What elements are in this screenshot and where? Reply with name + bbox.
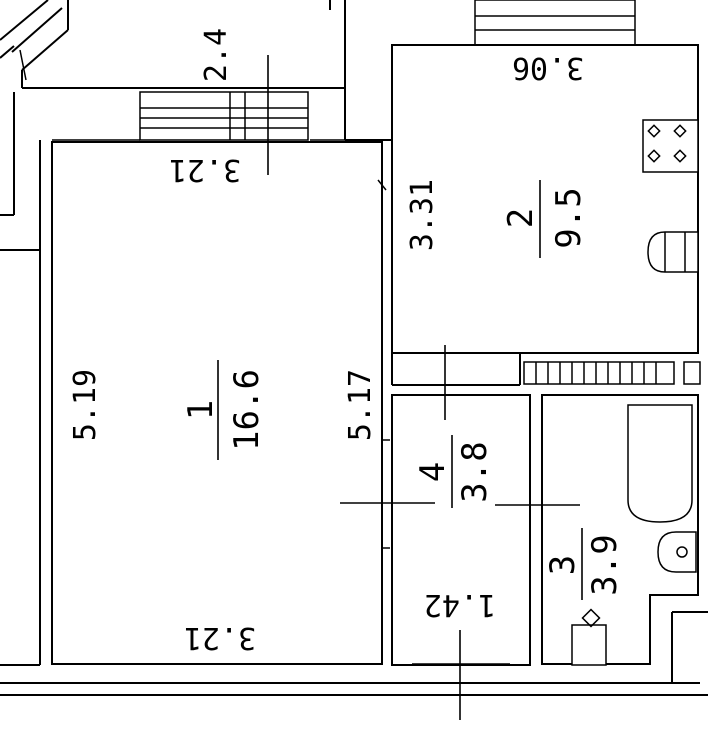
- room-2-area: 9.5: [549, 187, 589, 248]
- room-2-number: 2: [501, 208, 541, 228]
- room-1-right-length-label: 5.17: [343, 369, 378, 441]
- outer-walls: [0, 92, 708, 696]
- bathtub-icon: [627, 404, 693, 523]
- kitchen-width-label: 3.06: [512, 50, 584, 85]
- dimension-lines: [267, 55, 580, 720]
- room-4-number: 4: [413, 462, 453, 482]
- room-1-bottom-width-label: 3.21: [184, 620, 256, 655]
- washbasin-icon: [657, 531, 697, 573]
- room-3-number: 3: [543, 555, 583, 575]
- room-1: [51, 91, 390, 665]
- room-1-left-length-label: 5.19: [68, 369, 103, 441]
- room-3: [541, 394, 708, 683]
- hall-width-label: 1.42: [424, 587, 496, 622]
- room-1-number: 1: [181, 400, 221, 420]
- room-2: [391, 0, 701, 386]
- room-3-area: 3.9: [585, 534, 625, 595]
- room-4: [391, 394, 531, 666]
- room-4-area: 3.8: [455, 441, 495, 502]
- kitchen-length-label: 3.31: [405, 179, 440, 251]
- kitchen-sink-icon: [647, 231, 699, 273]
- balcony: [0, 0, 392, 141]
- radiator-icon: [523, 361, 701, 385]
- room-1-top-width-label: 3.21: [169, 152, 241, 187]
- stove-icon: [642, 119, 699, 173]
- balcony-width-label: 2.4: [199, 28, 234, 82]
- room-1-area: 16.6: [227, 369, 267, 451]
- toilet-icon: [571, 608, 607, 666]
